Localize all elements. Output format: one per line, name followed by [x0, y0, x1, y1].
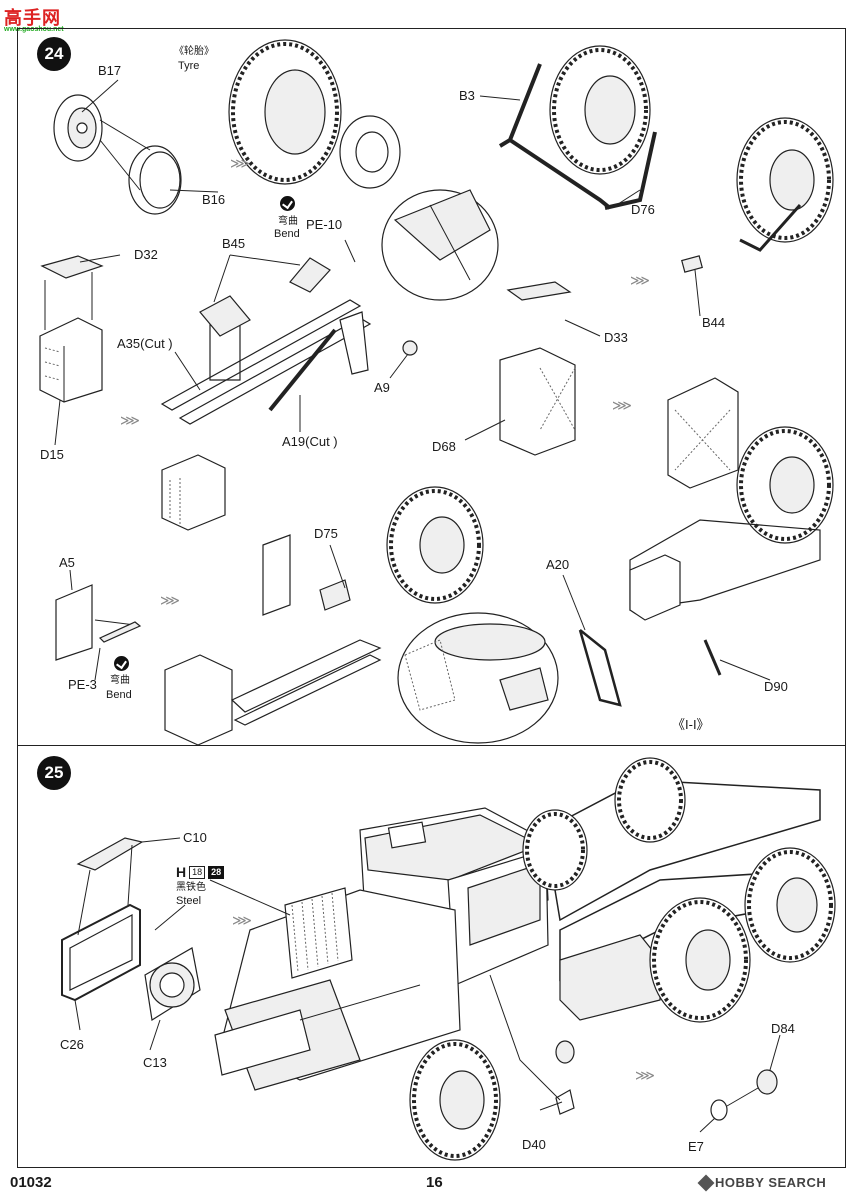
wheel-rear-4	[522, 809, 588, 891]
label-paint-name: Steel	[176, 895, 202, 907]
part-c10	[76, 837, 144, 871]
wheel-hub-small	[339, 115, 401, 189]
label-d68: D68	[432, 439, 456, 454]
label-a35: A35(Cut )	[117, 336, 173, 351]
step-25-panel	[17, 745, 846, 1168]
label-a9: A9	[374, 380, 390, 395]
part-c13	[144, 947, 201, 1021]
bracket-a20	[578, 629, 622, 707]
label-c26: C26	[60, 1037, 84, 1052]
label-bend-cn-top: 弯曲	[278, 216, 298, 227]
label-d33: D33	[604, 330, 628, 345]
label-a5: A5	[59, 555, 75, 570]
label-c13: C13	[143, 1055, 167, 1070]
paint-callout: H 18 28	[176, 864, 225, 880]
label-b45: B45	[222, 236, 246, 251]
label-d40: D40	[522, 1137, 546, 1152]
site-logo: 高手网	[4, 4, 61, 30]
label-tyre-cn: 《轮胎》	[174, 46, 214, 57]
svg-text:⋙: ⋙	[160, 592, 180, 608]
part-d84	[756, 1069, 778, 1095]
svg-text:⋙: ⋙	[612, 397, 632, 413]
bend-icon	[280, 196, 295, 211]
site-name: 高手网	[4, 8, 61, 29]
paint-letter: H	[176, 864, 187, 880]
watermark-text: HOBBY SEARCH	[715, 1175, 827, 1190]
plate-a5	[55, 584, 142, 661]
label-d90: D90	[764, 679, 788, 694]
label-bend-cn-bottom: 弯曲	[110, 675, 130, 686]
label-a19: A19(Cut )	[282, 434, 338, 449]
chassis-lower	[164, 486, 484, 746]
site-url: www.gaoshou.net	[4, 26, 64, 33]
label-pe10: PE-10	[306, 217, 343, 232]
step-number-25: 25	[37, 756, 71, 790]
wheel-front	[409, 1039, 501, 1161]
label-d75: D75	[314, 526, 338, 541]
chassis-rails	[160, 257, 418, 425]
label-b16: B16	[202, 192, 226, 207]
spare-tyre-mounted	[681, 117, 834, 273]
label-paint-cn: 黑铁色	[176, 882, 206, 893]
hub-b17	[53, 94, 103, 162]
label-pe3: PE-3	[68, 677, 97, 692]
zoom-detail-top	[381, 189, 499, 301]
svg-text:⋙: ⋙	[630, 272, 650, 288]
label-d84: D84	[771, 1021, 795, 1036]
paint-code-2: 28	[208, 865, 225, 879]
watermark: HOBBY SEARCH	[697, 1174, 827, 1191]
label-b17: B17	[98, 63, 122, 78]
box-d15	[39, 255, 104, 403]
label-d15: D15	[40, 447, 64, 462]
label-d76: D76	[631, 202, 655, 217]
zoom-detail-bottom	[397, 612, 559, 744]
truck-hood	[214, 887, 461, 1091]
wheel-rear-1	[649, 897, 751, 1023]
label-a20: A20	[546, 557, 570, 572]
label-d32: D32	[134, 247, 158, 262]
svg-text:⋙: ⋙	[635, 1067, 655, 1083]
wheel-rear-3	[614, 757, 686, 843]
label-b44: B44	[702, 315, 726, 330]
label-section: 《I-I》	[672, 717, 710, 732]
tyre-main	[228, 39, 342, 185]
label-c10: C10	[183, 830, 207, 845]
svg-text:⋙: ⋙	[120, 412, 140, 428]
label-tyre: Tyre	[178, 60, 200, 72]
spare-tyre-assembly	[498, 45, 657, 210]
svg-text:⋙: ⋙	[230, 155, 250, 171]
crate-lower	[161, 454, 226, 531]
label-e7: E7	[688, 1139, 704, 1154]
product-code: 01032	[10, 1174, 52, 1191]
part-e7	[710, 1099, 728, 1121]
label-bend-bottom: Bend	[106, 689, 132, 701]
label-b3: B3	[459, 88, 475, 103]
bend-icon	[114, 656, 129, 671]
step-number-24: 24	[37, 37, 71, 71]
label-bend-top: Bend	[274, 228, 300, 240]
part-c26	[61, 903, 141, 1002]
svg-text:⋙: ⋙	[232, 912, 252, 928]
watermark-logo-icon	[697, 1174, 715, 1191]
page-number: 16	[426, 1174, 443, 1191]
rim-b16	[128, 145, 182, 215]
chassis-right-assembly	[629, 377, 834, 621]
part-d40	[489, 974, 575, 1115]
paint-code-1: 18	[189, 865, 206, 879]
box-d68	[499, 281, 576, 456]
wheel-rear-2	[744, 847, 836, 963]
